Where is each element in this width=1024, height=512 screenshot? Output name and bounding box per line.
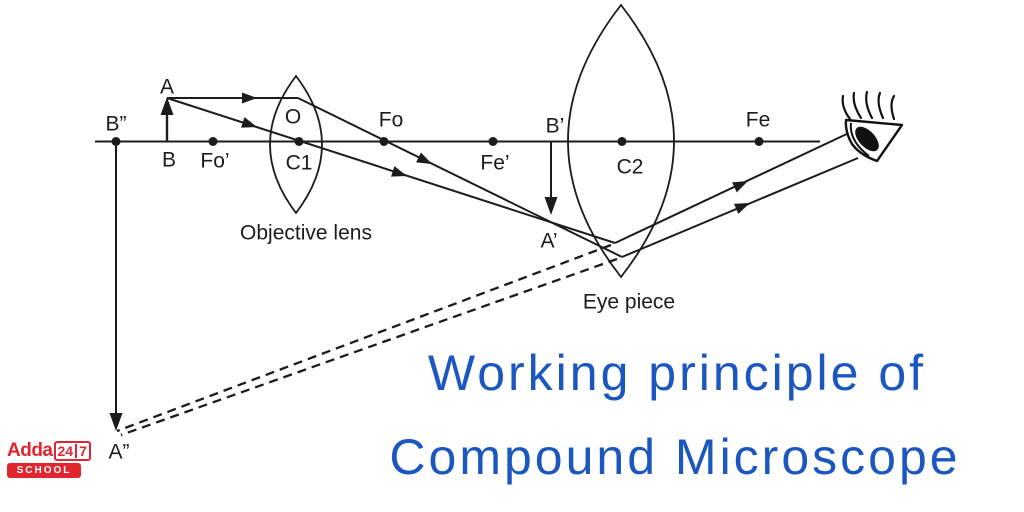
virtual-ray-upper bbox=[116, 243, 612, 433]
point-fo-prime bbox=[208, 137, 218, 146]
label-fo-prime: Fo’ bbox=[200, 149, 230, 173]
ray-through-c1 bbox=[166, 97, 616, 244]
eye-icon bbox=[841, 90, 904, 163]
logo-number-left: 24 bbox=[57, 442, 74, 459]
point-fo bbox=[379, 137, 389, 146]
eyelashes bbox=[841, 90, 896, 121]
ray-arrowheads bbox=[241, 92, 750, 214]
label-fe: Fe bbox=[745, 108, 771, 132]
label-objective-lens: Objective lens bbox=[240, 221, 372, 245]
label-b-prime: B’ bbox=[545, 114, 565, 138]
label-c1: C1 bbox=[285, 151, 313, 175]
label-c2: C2 bbox=[616, 155, 644, 179]
point-c1 bbox=[294, 137, 304, 146]
label-fe-prime: Fe’ bbox=[480, 151, 510, 175]
label-a-prime: A’ bbox=[540, 229, 558, 253]
logo-brand-text: Adda bbox=[7, 440, 53, 461]
adda247-logo: Adda 24 7 SCHOOL bbox=[7, 440, 95, 478]
logo-number-right: 7 bbox=[75, 443, 89, 458]
label-b-double-prime: B” bbox=[105, 112, 127, 136]
label-eye-piece: Eye piece bbox=[582, 290, 676, 314]
label-b: B bbox=[161, 148, 177, 172]
title-line-1: Working principle of bbox=[427, 345, 927, 401]
axis-points bbox=[111, 137, 764, 146]
point-b-double-prime bbox=[111, 137, 121, 146]
objective-lens-shape bbox=[269, 74, 323, 215]
intermediate-image-arrowhead bbox=[544, 197, 558, 215]
label-fo: Fo bbox=[378, 108, 404, 132]
point-fe bbox=[754, 137, 764, 146]
point-c2 bbox=[617, 137, 627, 146]
label-o: O bbox=[284, 105, 302, 129]
eyepiece-lens-shape bbox=[567, 3, 675, 279]
eye-pupil bbox=[855, 126, 879, 152]
object-arrowhead bbox=[160, 97, 174, 115]
label-a-double-prime: A” bbox=[108, 440, 130, 464]
ray-refracted-through-fo bbox=[297, 97, 623, 258]
virtual-ray-lower bbox=[120, 257, 618, 437]
eye-inner-lid bbox=[849, 122, 870, 157]
logo-school-badge: SCHOOL bbox=[7, 463, 81, 478]
logo-row: Adda 24 7 bbox=[7, 440, 95, 461]
label-a: A bbox=[159, 75, 175, 99]
logo-number-box: 24 7 bbox=[53, 440, 91, 461]
ray-eyepiece-upper bbox=[614, 131, 852, 244]
virtual-image-arrowhead bbox=[109, 413, 123, 431]
point-fe-prime bbox=[488, 137, 498, 146]
title-line-2: Compound Microscope bbox=[389, 429, 961, 485]
